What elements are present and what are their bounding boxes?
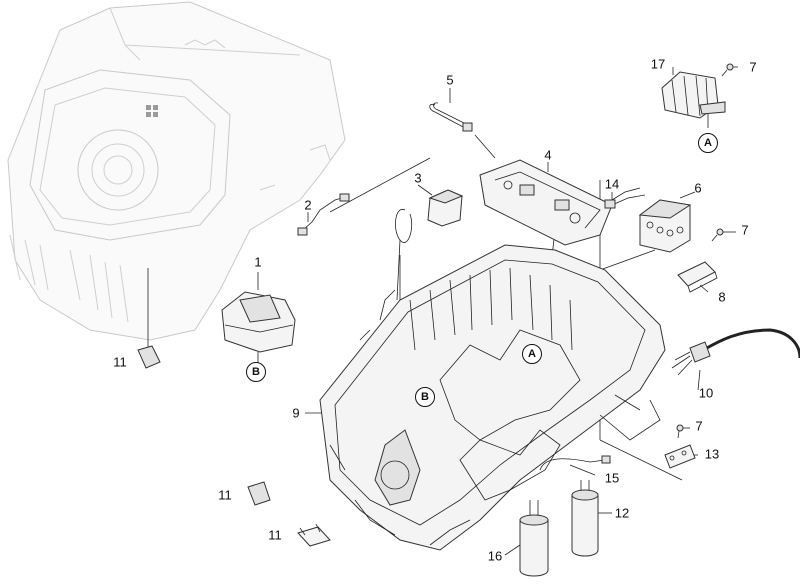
clip-11-c xyxy=(297,523,331,547)
ref-marker-a-base: A xyxy=(522,344,542,364)
housing-cover xyxy=(7,1,346,341)
label-part-11-top: 11 xyxy=(113,354,127,370)
ref-marker-a-top: A xyxy=(698,133,718,153)
label-part-9: 9 xyxy=(292,405,300,421)
label-part-8: 8 xyxy=(718,289,726,305)
bracket-8 xyxy=(677,261,718,293)
cable-5 xyxy=(429,102,473,132)
ref-marker-b-base: B xyxy=(415,387,435,407)
circuit-board xyxy=(479,159,613,246)
label-part-14: 14 xyxy=(604,176,620,192)
cable-2 xyxy=(297,193,350,236)
screws-7 xyxy=(676,63,734,439)
label-part-1: 1 xyxy=(254,254,262,270)
label-part-2: 2 xyxy=(304,197,312,213)
label-part-17: 17 xyxy=(650,56,666,72)
power-cord xyxy=(671,328,800,376)
terminal-block-17 xyxy=(661,71,726,119)
label-part-13: 13 xyxy=(704,446,720,462)
label-part-4: 4 xyxy=(544,147,552,163)
electronic-block-3 xyxy=(395,189,464,301)
label-part-11-mid: 11 xyxy=(218,487,232,503)
label-part-7-top: 7 xyxy=(749,59,757,75)
label-part-6: 6 xyxy=(694,180,702,196)
capacitor-16 xyxy=(519,500,549,577)
label-part-10: 10 xyxy=(698,385,714,401)
label-part-11-low: 11 xyxy=(268,527,282,543)
contactor-6 xyxy=(638,199,692,253)
transformer xyxy=(221,291,296,353)
ref-marker-b-left: B xyxy=(246,362,266,382)
base-chassis xyxy=(319,244,666,551)
capacitor-12 xyxy=(571,480,599,557)
label-part-7-mid: 7 xyxy=(741,222,749,238)
label-part-3: 3 xyxy=(414,170,422,186)
cable-clamp-13 xyxy=(664,444,696,469)
label-part-5: 5 xyxy=(446,72,454,88)
label-part-15: 15 xyxy=(604,470,620,486)
clip-11-b xyxy=(247,481,271,506)
connector-14 xyxy=(604,187,646,209)
label-part-12: 12 xyxy=(614,505,630,521)
cable-15 xyxy=(539,455,611,471)
label-part-16: 16 xyxy=(487,548,503,564)
label-part-7-low: 7 xyxy=(695,418,703,434)
clip-11-a xyxy=(137,345,161,369)
